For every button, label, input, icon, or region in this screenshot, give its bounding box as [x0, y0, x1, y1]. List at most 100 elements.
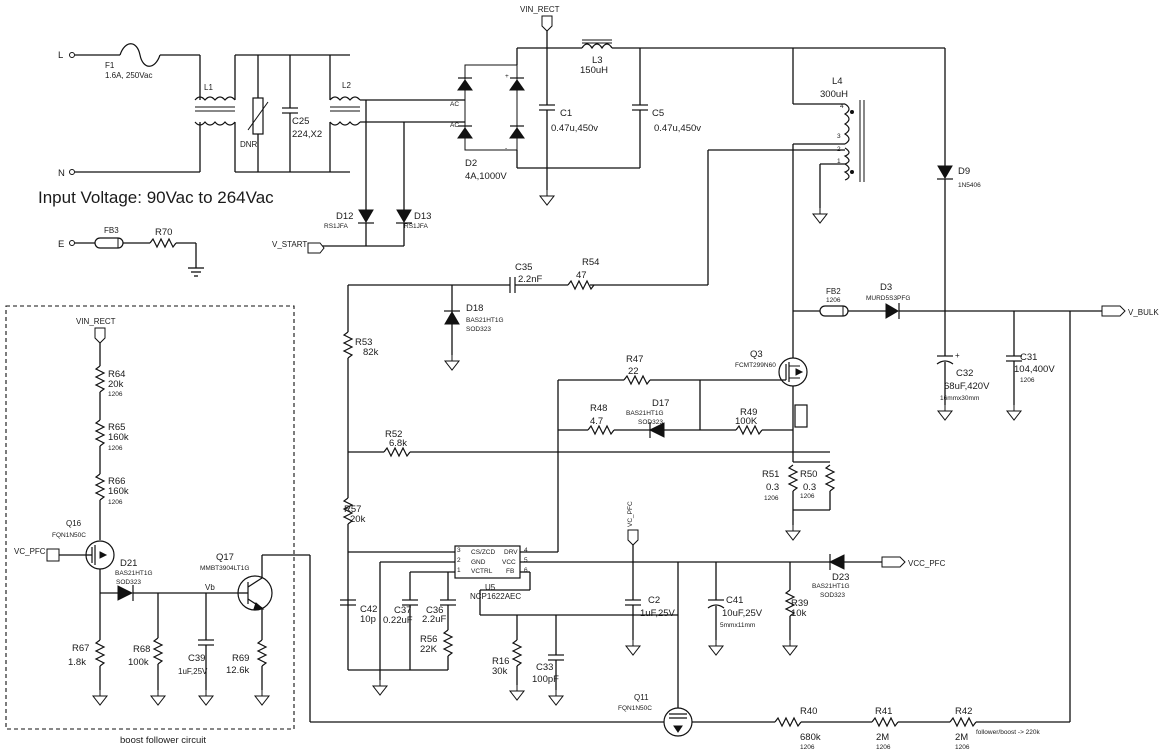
r69-ref: R69	[232, 653, 249, 664]
r64-pkg: 1206	[108, 391, 123, 398]
net-vin-rect-box-label: VIN_RECT	[76, 317, 116, 326]
r40-value: 680k	[800, 732, 821, 743]
net-flag-vin-rect-box	[94, 327, 106, 344]
q16-ref: Q16	[66, 519, 82, 528]
resistor-r64	[94, 365, 106, 393]
r68-value: 100k	[128, 657, 149, 668]
resistor-r47	[623, 374, 651, 386]
resistor-r65	[94, 419, 106, 447]
terminal-e[interactable]	[69, 240, 75, 246]
d9-value: 1N5406	[958, 182, 981, 189]
c32-size: 16mmx30mm	[940, 395, 979, 402]
controller-section: CS/ZCD DRV GND VCC VCTRL FB 3 2 1 4 5 6 …	[310, 501, 1070, 751]
net-v-bulk-label: V_BULK	[1128, 308, 1159, 317]
r51-value: 0.3	[766, 482, 779, 493]
terminal-n-label: N	[58, 168, 65, 179]
bjt-q17	[237, 575, 273, 611]
diode-d23	[828, 554, 845, 570]
resistor-r41	[871, 716, 899, 728]
r42-ref: R42	[955, 706, 972, 717]
r47-ref: R47	[626, 354, 643, 365]
resistor-r53	[342, 331, 354, 359]
l4-pin-1: 1	[837, 158, 841, 165]
c33-ref: C33	[536, 662, 553, 673]
d2-pin-minus: -	[505, 145, 507, 152]
d21-value: BAS21HT1G	[115, 570, 153, 577]
q3-ref: Q3	[750, 349, 763, 360]
bridge-d2	[464, 64, 518, 151]
c41-value: 10uF,25V	[722, 608, 763, 619]
u5-pin-vcc: VCC	[502, 559, 516, 566]
terminal-l[interactable]	[69, 52, 75, 58]
q17-value: MMBT3904LT1G	[200, 565, 249, 572]
r42-value: 2M	[955, 732, 968, 743]
c36-value: 2.2uF	[422, 614, 446, 625]
terminal-n[interactable]	[69, 169, 75, 175]
r70-ref: R70	[155, 227, 172, 238]
c39-ref: C39	[188, 653, 205, 664]
terminal-l-label: L	[58, 50, 63, 61]
c31-ref: C31	[1020, 352, 1037, 363]
net-flag-vc-pfc-left	[46, 548, 60, 562]
u5-pin-cs: CS/ZCD	[471, 549, 496, 556]
r57-value: 20k	[350, 514, 366, 525]
d21-pkg: SOD323	[116, 579, 141, 586]
l4-pin-3: 3	[837, 133, 841, 140]
r50-pkg: 1206	[800, 493, 815, 500]
u5-pin-gnd: GND	[471, 559, 486, 566]
choke-l2-symbol	[329, 96, 361, 126]
r48-value: 4.7	[590, 416, 603, 427]
resistor-r48	[587, 424, 615, 436]
follower-note: follower/boost -> 220k	[976, 729, 1041, 736]
q3-heatsink	[794, 404, 808, 428]
resistor-r54	[567, 279, 595, 291]
r53-value: 82k	[363, 347, 379, 358]
r41-ref: R41	[875, 706, 892, 717]
transformer-l4-aux	[843, 147, 850, 181]
u5-pinno-2: 2	[457, 557, 461, 564]
r41-pkg: 1206	[876, 744, 891, 751]
r48-ref: R48	[590, 403, 607, 414]
l2-ref: L2	[342, 81, 351, 90]
net-vb-label: Vb	[205, 583, 215, 592]
d18-value: BAS21HT1G	[466, 317, 504, 324]
u5-pinno-1: 1	[457, 567, 461, 574]
f1-ref: F1	[105, 61, 115, 70]
c25-value: 224,X2	[292, 129, 322, 140]
r49-ref: R49	[740, 407, 757, 418]
c25-ref: C25	[292, 116, 309, 127]
r53-ref: R53	[355, 337, 372, 348]
l1-ref: L1	[204, 83, 213, 92]
c42-value: 10p	[360, 614, 376, 625]
r39-value: 10k	[791, 608, 807, 619]
r39-ref: R39	[791, 598, 808, 609]
ferrite-fb3	[94, 237, 124, 249]
net-flag-vcc-pfc	[881, 556, 906, 568]
net-flag-vin-rect-top	[541, 15, 553, 32]
l4-ref: L4	[832, 76, 843, 87]
resistor-r66	[94, 473, 106, 501]
r69-value: 12.6k	[226, 665, 249, 676]
d13-ref: D13	[414, 211, 431, 222]
u5-pin-fb: FB	[506, 568, 514, 575]
d12-ref: D12	[336, 211, 353, 222]
u5-pinno-3: 3	[457, 547, 461, 554]
d3-value: MURD5S3PFG	[866, 295, 910, 302]
input-section: L N F1 1.6A, 250Vac L1 DNR	[38, 43, 431, 277]
d2-pin-plus: +	[505, 73, 509, 80]
diode-d21	[117, 585, 134, 601]
r52-ref: R52	[385, 429, 402, 440]
resistor-r57	[342, 497, 354, 525]
r52-value: 6.8k	[389, 438, 407, 449]
c32-ref: C32	[956, 368, 973, 379]
c36-ref: C36	[426, 605, 443, 616]
c41-size: 5mmx11mm	[720, 622, 755, 629]
c41-ref: C41	[726, 595, 743, 606]
bulk-output-section: FB2 1206 D3 MURD5S3PFG V_BULK + C32 68uF…	[793, 282, 1159, 722]
d12-value: RS1JFA	[324, 223, 349, 230]
r50-value: 0.3	[803, 482, 816, 493]
l4-value: 300uH	[820, 89, 848, 100]
resistor-r69	[256, 639, 268, 667]
diode-d9	[937, 165, 953, 179]
